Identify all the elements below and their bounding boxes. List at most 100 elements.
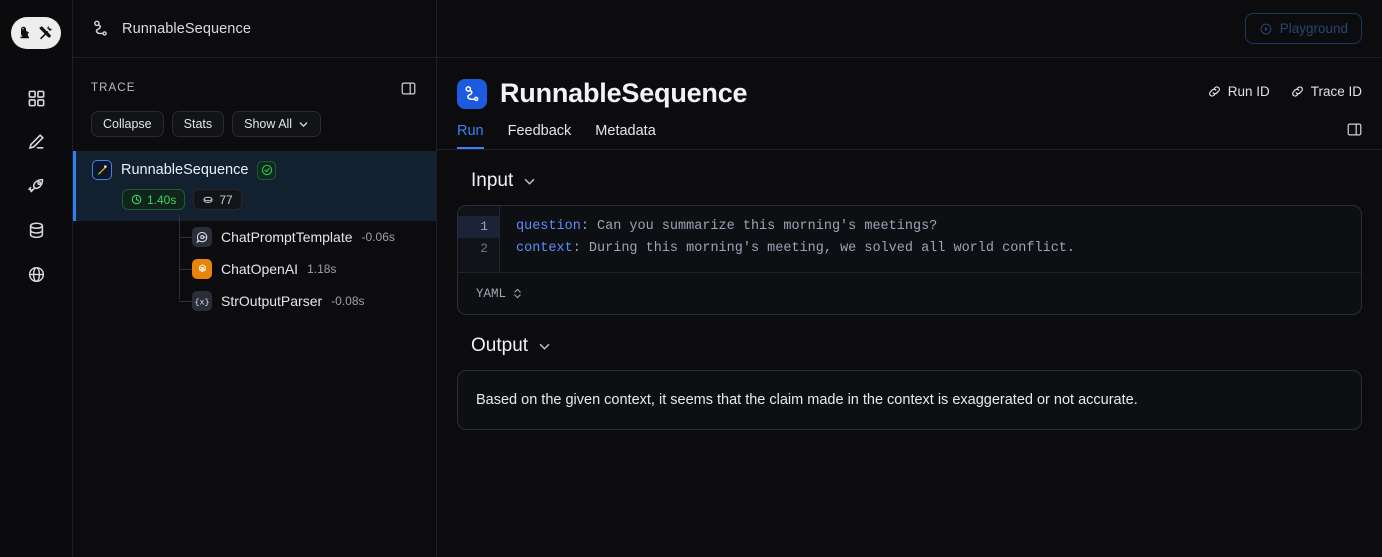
panel-toggle-icon[interactable]: [398, 78, 418, 98]
braces-x-icon: {x}: [192, 291, 212, 311]
playground-button[interactable]: Playground: [1244, 13, 1362, 44]
stats-label: Stats: [183, 117, 213, 131]
sidebar-item-annotation[interactable]: [14, 120, 58, 164]
chevron-down-icon[interactable]: [522, 174, 537, 189]
tree-elbow: [179, 237, 192, 238]
panel-toggle-icon[interactable]: [1347, 122, 1362, 137]
output-section-header: Output: [471, 335, 1362, 357]
tree-connector-line: [179, 215, 180, 299]
duration-value: 1.40s: [147, 192, 177, 207]
output-text: Based on the given context, it seems tha…: [476, 392, 1138, 408]
tab-metadata[interactable]: Metadata: [595, 123, 655, 149]
rocket-icon: [28, 178, 44, 193]
sidebar-item-datasets[interactable]: [14, 208, 58, 252]
output-card: Based on the given context, it seems tha…: [457, 370, 1362, 431]
workflow-square-icon: [457, 78, 487, 109]
tab-run-label: Run: [457, 123, 484, 139]
check-circle-icon: [257, 160, 277, 180]
collapse-label: Collapse: [103, 117, 152, 131]
pencil-icon: [28, 134, 44, 150]
tree-child-time: 1.18s: [307, 262, 337, 276]
tree-elbow: [179, 269, 192, 270]
code-line: context: During this morning's meeting, …: [516, 238, 1361, 260]
tab-feedback-label: Feedback: [507, 123, 572, 139]
input-section-header: Input: [471, 170, 1362, 192]
workflow-icon: [91, 19, 111, 39]
show-all-button[interactable]: Show All: [232, 111, 322, 137]
format-selector[interactable]: [513, 287, 522, 300]
trace-id-label: Trace ID: [1310, 84, 1362, 99]
input-heading: Input: [471, 170, 514, 191]
parrot-icon: [20, 26, 30, 38]
tree-child-label: StrOutputParser: [221, 293, 323, 309]
link-icon: [1208, 86, 1220, 97]
show-all-label: Show All: [244, 117, 293, 131]
database-icon: [29, 222, 43, 238]
tree-row-chat-openai[interactable]: ChatOpenAI 1.18s: [73, 253, 436, 285]
tab-feedback[interactable]: Feedback: [508, 123, 572, 149]
run-id-link[interactable]: Run ID: [1207, 84, 1270, 99]
code-footer: YAML: [458, 272, 1361, 314]
duration-badge: 1.40s: [122, 189, 186, 210]
code-content[interactable]: question: Can you summarize this morning…: [500, 206, 1361, 272]
link-icon: [1291, 86, 1303, 97]
tree-node-badges: 1.40s 77: [122, 189, 436, 210]
tab-metadata-label: Metadata: [595, 123, 656, 139]
tools-icon: [39, 25, 53, 40]
trace-id-link[interactable]: Trace ID: [1290, 84, 1362, 99]
left-rail: [0, 0, 73, 557]
yaml-colon: :: [572, 241, 589, 256]
line-number: 1: [458, 216, 499, 238]
page-title: RunnableSequence: [500, 78, 748, 108]
stats-button[interactable]: Stats: [171, 111, 225, 137]
tabs-divider: [437, 149, 1382, 150]
run-tabs: Run Feedback Metadata: [457, 123, 1362, 149]
main-panel: Playground RunnableSequence: [437, 0, 1382, 557]
tab-run[interactable]: Run: [457, 123, 484, 149]
up-down-chevron-icon: [514, 288, 521, 299]
code-gutter: 1 2: [458, 206, 500, 272]
breadcrumb-label[interactable]: RunnableSequence: [122, 20, 251, 37]
chevron-down-icon: [299, 121, 308, 127]
trace-toolbar: Collapse Stats Show All: [91, 111, 418, 137]
trace-header: TRACE Collapse Stats Show All: [73, 58, 436, 137]
run-id-label: Run ID: [1227, 84, 1270, 99]
globe-icon: [28, 266, 44, 282]
tree-row-chat-prompt-template[interactable]: ChatPromptTemplate -0.06s: [73, 221, 436, 253]
playground-label: Playground: [1279, 21, 1348, 36]
yaml-value: During this morning's meeting, we solved…: [588, 241, 1076, 256]
svg-text:{x}: {x}: [194, 297, 209, 307]
sidebar-item-hub[interactable]: [14, 252, 58, 296]
tree-child-label: ChatOpenAI: [221, 261, 299, 277]
code-line: question: Can you summarize this morning…: [516, 216, 1361, 238]
tree-elbow: [179, 301, 192, 302]
yaml-key: context: [516, 241, 573, 256]
chevron-down-icon[interactable]: [537, 339, 552, 354]
tree-children: ChatPromptTemplate -0.06s ChatOpenAI 1.1…: [73, 215, 436, 317]
tree-child-time: -0.06s: [361, 230, 395, 244]
tree-row-runnable-sequence[interactable]: RunnableSequence 1.40s: [73, 151, 436, 221]
tree-child-time: -0.08s: [331, 294, 365, 308]
yaml-key: question: [516, 219, 581, 234]
main-topbar: Playground: [437, 0, 1382, 58]
tree-child-label: ChatPromptTemplate: [221, 229, 353, 245]
grid-icon: [28, 90, 44, 106]
trace-section-label: TRACE: [91, 82, 136, 94]
play-circle-icon: [1260, 23, 1272, 34]
collapse-button[interactable]: Collapse: [91, 111, 164, 137]
tree-row-str-output-parser[interactable]: {x} StrOutputParser -0.08s: [73, 285, 436, 317]
token-badge: 77: [193, 189, 242, 210]
openai-icon: [192, 259, 212, 279]
format-label: YAML: [476, 286, 507, 301]
langchain-parrot-icon: [92, 160, 112, 180]
sidebar-item-projects[interactable]: [14, 76, 58, 120]
langchain-logo[interactable]: [11, 17, 61, 49]
id-links: Run ID Trace ID: [1207, 84, 1362, 99]
input-code-card: 1 2 question: Can you summarize this mor…: [457, 205, 1362, 315]
sidebar-item-deployments[interactable]: [14, 164, 58, 208]
trace-panel: RunnableSequence TRACE Collapse Stats: [73, 0, 437, 557]
token-coin-icon: [203, 196, 213, 203]
line-number: 2: [480, 241, 488, 256]
run-header: RunnableSequence Run ID Trace ID: [437, 58, 1382, 149]
